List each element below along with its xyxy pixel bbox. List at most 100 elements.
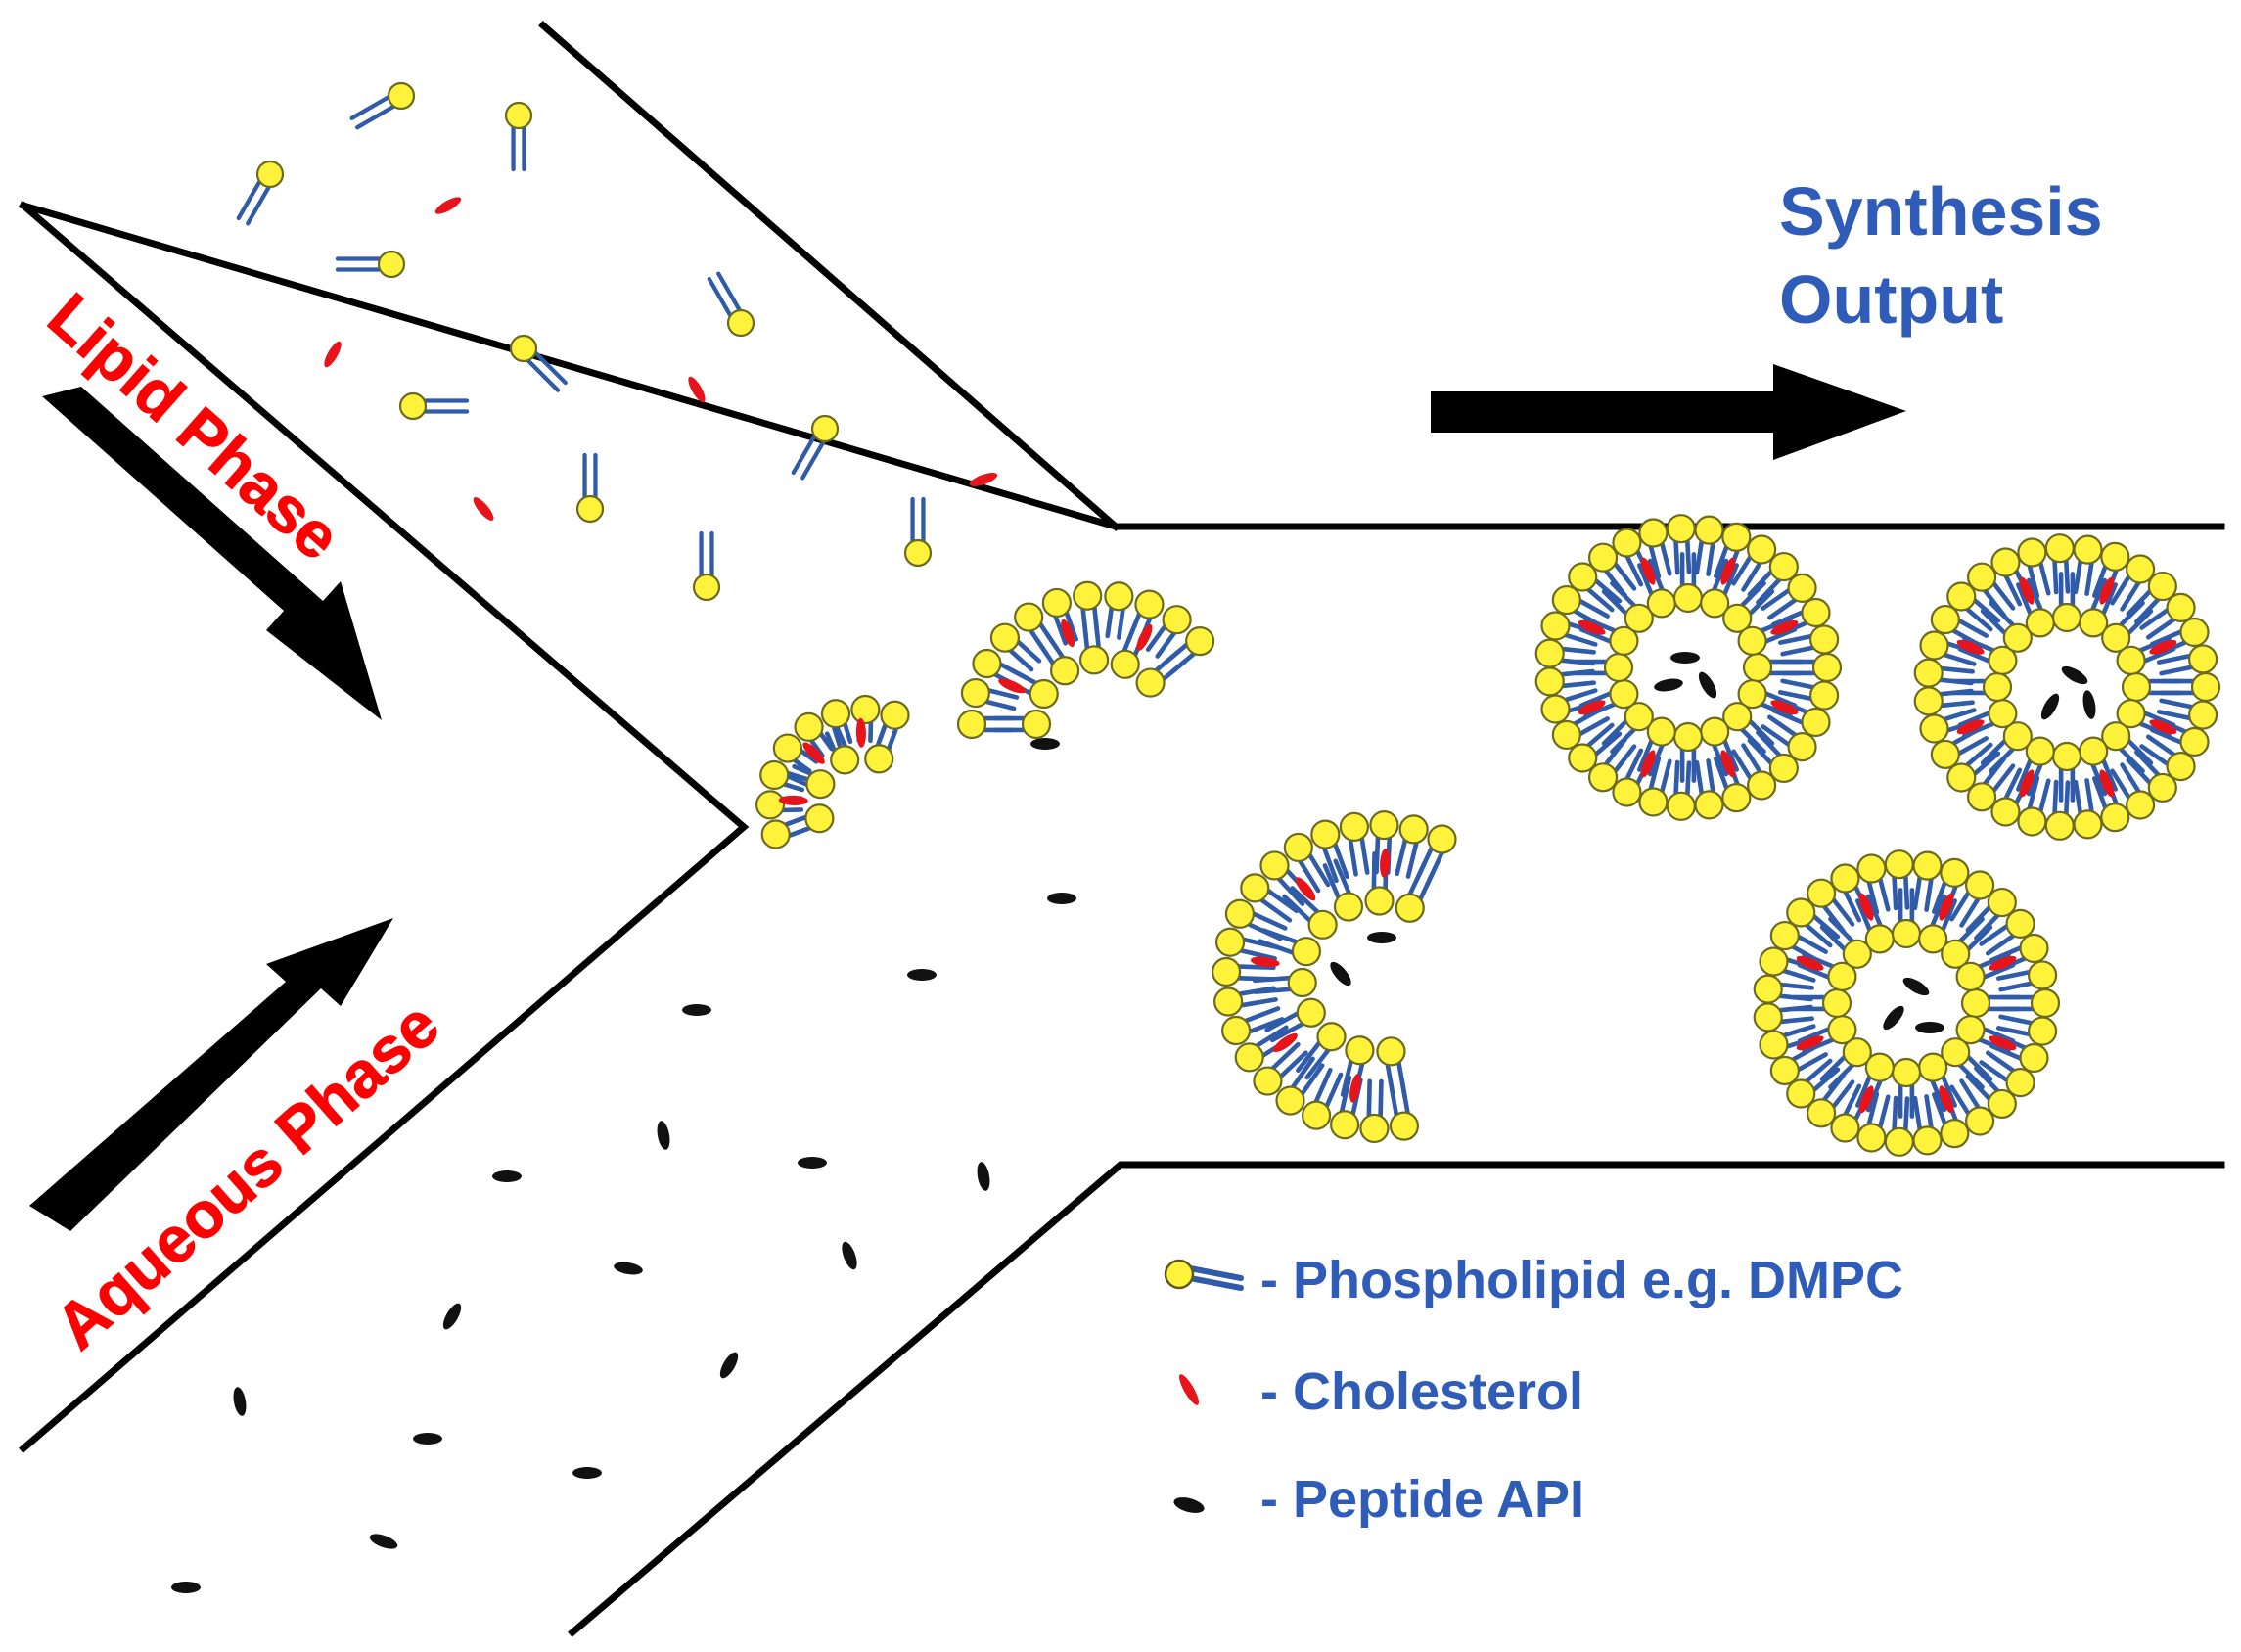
vesicle-inner-lipid <box>1672 552 1704 614</box>
vesicle-inner-lipid <box>1819 916 1872 969</box>
vesicle-outer-lipid <box>1310 819 1349 884</box>
vesicle-cholesterol <box>2149 719 2177 735</box>
vesicle-inner-lipid <box>1955 952 2016 991</box>
bilayer-fragment-medium <box>956 580 1215 740</box>
vesicle-cholesterol <box>2149 639 2177 655</box>
vesicle-outer-lipid <box>1965 887 2017 941</box>
vesicle-outer-lipid <box>1145 605 1192 659</box>
cholesterol-molecule <box>324 341 342 368</box>
bilayer-fragment-small <box>755 694 910 849</box>
phospholipid-molecule <box>504 101 533 172</box>
vesicle-outer-lipid <box>2139 734 2196 782</box>
encapsulated-peptide <box>1698 671 1717 699</box>
vesicle-cholesterol <box>1796 955 1824 971</box>
vesicle-inner-lipid <box>1601 580 1654 633</box>
peptide-molecule <box>719 1352 739 1379</box>
peptide-molecule <box>682 1004 711 1016</box>
vesicle-inner-lipid <box>1918 1052 1957 1113</box>
vesicle-outer-lipid <box>794 711 835 758</box>
peptide-molecule <box>842 1241 857 1270</box>
microfluidic-channel <box>19 21 2225 1637</box>
vesicle-cholesterol <box>1295 877 1316 901</box>
vesicles <box>755 514 2221 1157</box>
vesicle-inner-lipid <box>1797 952 1857 991</box>
peptide-molecule <box>492 1170 522 1182</box>
vesicle-cholesterol <box>1250 956 1280 968</box>
vesicle-inner-lipid <box>1797 1015 1857 1054</box>
vesicle-outer-lipid <box>1240 873 1300 923</box>
encapsulated-peptide <box>1883 1005 1904 1031</box>
phospholipid-molecule <box>349 81 416 130</box>
vesicle-outer-lipid <box>1395 814 1429 879</box>
vesicle-cholesterol <box>2019 769 2035 798</box>
vesicle-inner-lipid <box>1282 886 1338 940</box>
synthesis-output-label-line1: Synthesis <box>1779 173 2103 250</box>
vesicle-cholesterol <box>2099 769 2115 798</box>
vesicle-outer-lipid <box>2044 779 2075 841</box>
vesicle-outer-lipid <box>1694 515 1724 576</box>
encapsulated-peptide <box>2082 690 2096 719</box>
vesicle-inner-lipid <box>992 709 1052 740</box>
vesicle-cholesterol <box>1061 619 1075 648</box>
vesicle-outer-lipid <box>1761 714 1817 762</box>
vesicle-cholesterol <box>1578 700 1606 715</box>
vesicle-inner-lipid <box>1252 967 1317 998</box>
vesicle-outer-lipid <box>1806 878 1855 934</box>
vesicle-outer-lipid <box>2110 762 2156 820</box>
vesicle-cholesterol <box>1858 893 1874 921</box>
vesicle-outer-lipid <box>1731 743 1777 801</box>
vesicle-outer-lipid <box>1856 853 1891 915</box>
vesicle-cholesterol <box>1640 750 1656 778</box>
vesicle-inner-lipid <box>1722 702 1775 755</box>
peptide-molecule <box>1047 893 1076 904</box>
vesicle-outer-lipid <box>1301 1067 1344 1130</box>
vesicle-inner-lipid <box>1578 617 1639 656</box>
vesicle-outer-lipid <box>2126 750 2177 803</box>
vesicle-inner-lipid <box>2016 736 2055 797</box>
vesicle-cholesterol <box>778 795 808 805</box>
liposome-3 <box>1753 849 2061 1157</box>
phospholipid-molecule <box>575 452 605 524</box>
legend-phospholipid: - Phospholipid e.g. DMPC <box>1260 1251 1903 1309</box>
vesicle-outer-lipid <box>1214 927 1280 961</box>
vesicle-outer-lipid <box>1777 678 1840 711</box>
vesicle-inner-lipid <box>2079 577 2118 638</box>
liposome-1 <box>1534 514 1843 821</box>
channel-bottom-wall <box>568 1161 2225 1637</box>
vesicle-cholesterol <box>1272 1032 1298 1053</box>
bilayer-fragment-large <box>1211 810 1457 1144</box>
phospholipid-molecule <box>236 160 285 226</box>
encapsulated-peptide <box>1330 961 1351 987</box>
channel-top-wall <box>19 201 2225 530</box>
vesicle-outer-lipid <box>1283 832 1331 894</box>
vesicle-cholesterol <box>1796 1035 1824 1051</box>
vesicle-outer-lipid <box>1946 581 2001 632</box>
channel-center-wall <box>19 201 750 1453</box>
encapsulated-peptide <box>1915 1022 1944 1033</box>
vesicle-outer-lipid <box>1568 562 1623 613</box>
peptide-molecule <box>233 1387 247 1416</box>
peptide-molecule <box>907 969 937 981</box>
encapsulated-peptide <box>2061 665 2088 685</box>
vesicle-cholesterol <box>1989 955 2017 971</box>
encapsulated-peptide <box>1902 977 1930 996</box>
vesicle-inner-lipid <box>1980 721 2033 774</box>
vesicle-inner-lipid <box>1951 671 2013 703</box>
vesicle-cholesterol <box>1770 620 1799 635</box>
vesicle-outer-lipid <box>1359 1078 1390 1144</box>
vesicle-inner-lipid <box>1672 721 1704 783</box>
vesicle-outer-lipid <box>1995 1014 2058 1046</box>
vesicle-inner-lipid <box>1637 716 1676 777</box>
vesicle-inner-lipid <box>2101 600 2154 653</box>
peptide-molecule <box>442 1303 462 1330</box>
vesicle-cholesterol <box>2099 576 2115 605</box>
vesicle-inner-lipid <box>787 763 836 800</box>
vesicle-outer-lipid <box>1253 1041 1308 1096</box>
peptide-molecule <box>369 1534 398 1549</box>
lipid-flow-arrow <box>42 387 382 720</box>
vesicle-inner-lipid <box>1737 617 1798 656</box>
vesicle-inner-lipid <box>1578 679 1639 718</box>
vesicle-outer-lipid <box>1275 1056 1325 1116</box>
vesicle-outer-lipid <box>1666 759 1696 821</box>
